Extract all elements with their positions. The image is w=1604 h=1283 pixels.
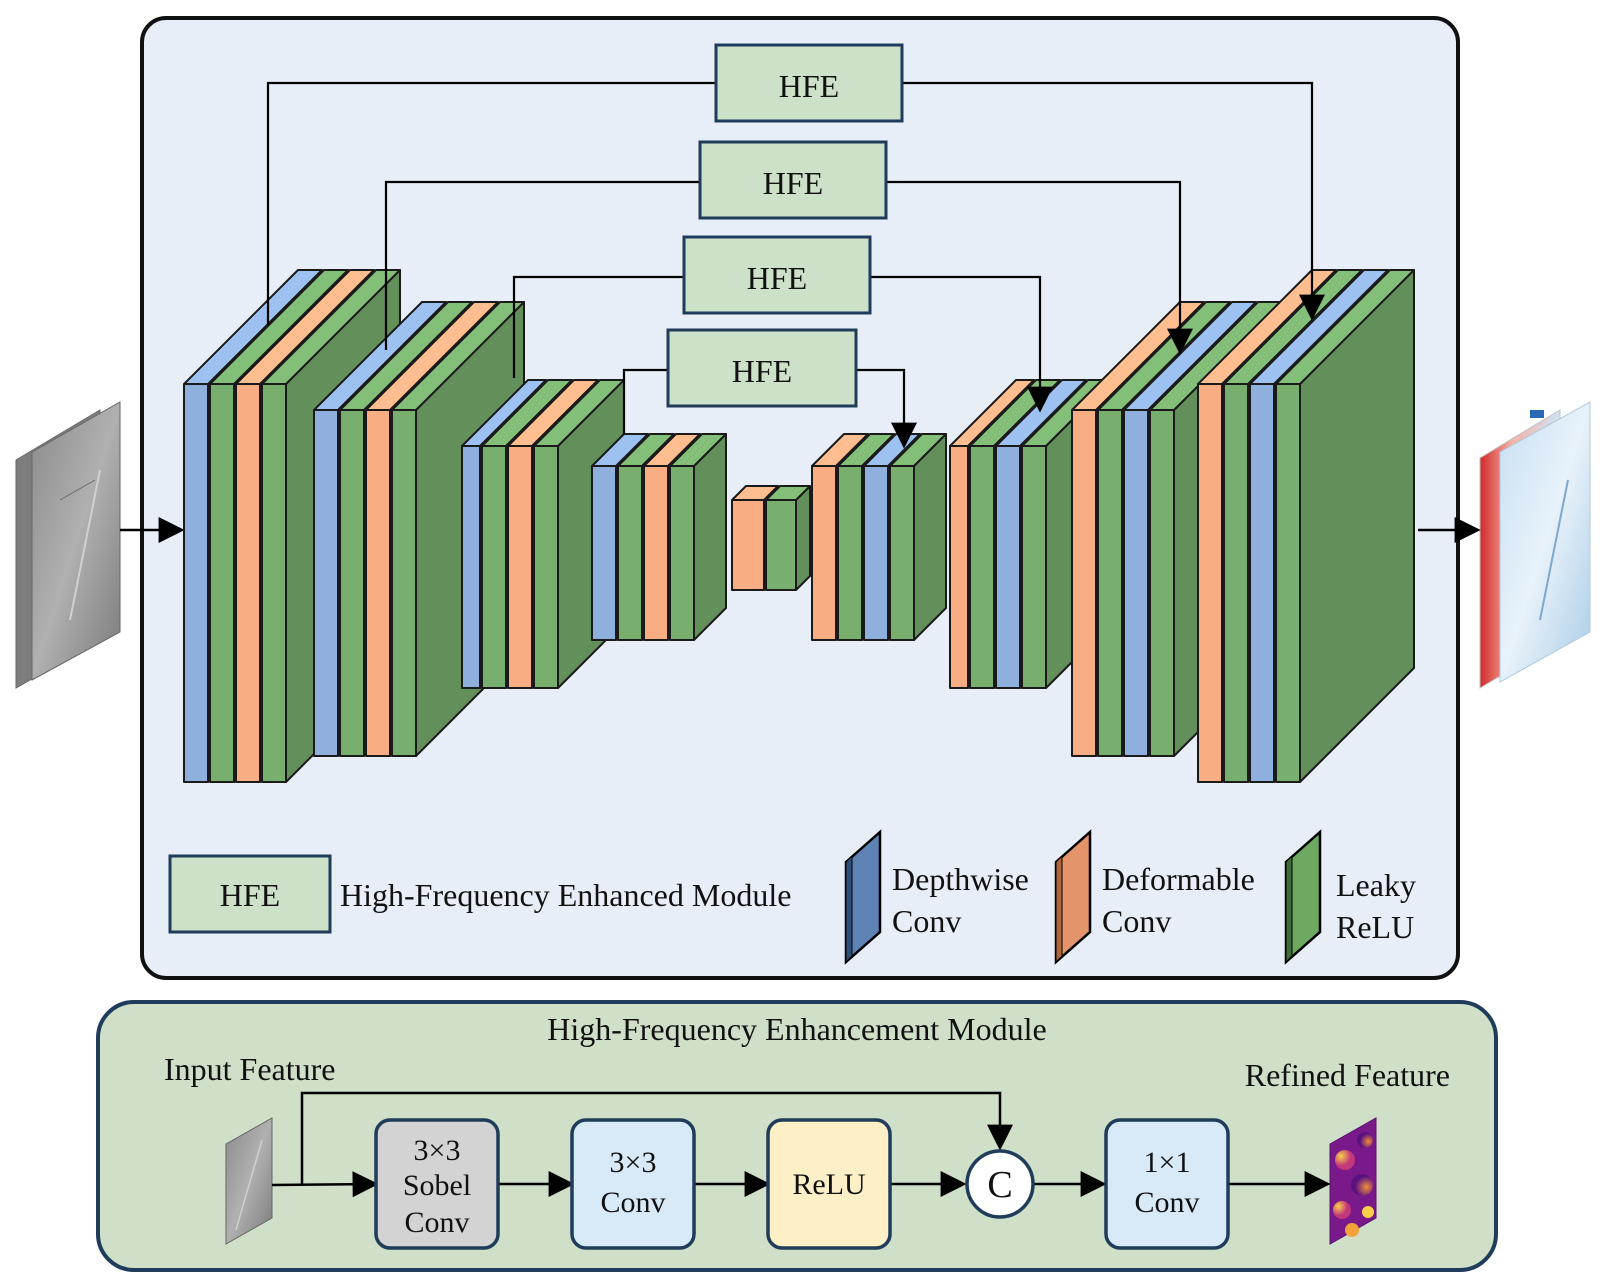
- leaky-relu-layer: [261, 383, 287, 783]
- deformable-conv-layer: [949, 445, 969, 689]
- legend-leaky-line2: ReLU: [1336, 909, 1414, 945]
- sobel-line2: Sobel: [403, 1169, 471, 1202]
- module-input-feature-image: [225, 1117, 273, 1245]
- relu-label: ReLU: [792, 1168, 866, 1201]
- sobel-line1: 3×3: [414, 1134, 461, 1167]
- leaky-relu-layer: [837, 465, 863, 641]
- leaky-relu-layer: [617, 465, 643, 641]
- legend-hfe-description: High-Frequency Enhanced Module: [340, 877, 791, 913]
- conv3x3-line1: 3×3: [610, 1146, 657, 1179]
- legend-hfe-box-label: HFE: [220, 877, 280, 913]
- legend-depthwise-line1: Depthwise: [892, 861, 1029, 897]
- legend-hfe-box: [168, 854, 332, 934]
- legend: HFE High-Frequency Enhanced Module Depth…: [168, 829, 1416, 965]
- leaky-relu-layer: [765, 499, 797, 591]
- concat-node: C: [965, 1149, 1035, 1219]
- hfe-box-4: HFE: [666, 328, 858, 408]
- skip-connections: [266, 81, 1325, 449]
- concat-label: C: [987, 1164, 1012, 1206]
- leaky-relu-layer: [1149, 409, 1175, 757]
- leaky-relu-layer: [1097, 409, 1123, 757]
- hfe-box-3: HFE: [682, 235, 872, 315]
- leaky-relu-layer: [889, 465, 915, 641]
- hfe-label-1: HFE: [779, 68, 839, 104]
- legend-depthwise-swatch: [844, 829, 882, 965]
- leaky-relu-layer: [391, 409, 417, 757]
- deformable-conv-layer: [643, 465, 669, 641]
- leaky-relu-layer: [533, 445, 559, 689]
- leaky-relu-layer: [1021, 445, 1047, 689]
- legend-deformable-line2: Conv: [1102, 903, 1171, 939]
- legend-leaky-line1: Leaky: [1336, 867, 1416, 903]
- leaky-relu-layer: [669, 465, 695, 641]
- deformable-conv-layer: [235, 383, 261, 783]
- module-input-label: Input Feature: [164, 1051, 336, 1087]
- module-output-label: Refined Feature: [1245, 1057, 1450, 1093]
- depthwise-conv-layer: [863, 465, 889, 641]
- sobel-conv-block: 3×3 Sobel Conv: [374, 1118, 500, 1250]
- legend-leaky-relu-swatch: [1284, 829, 1322, 965]
- leaky-relu-layer: [209, 383, 235, 783]
- depthwise-conv-layer: [461, 445, 481, 689]
- leaky-relu-layer: [481, 445, 507, 689]
- hfe-label-3: HFE: [747, 260, 807, 296]
- deformable-conv-layer: [1071, 409, 1097, 757]
- depthwise-conv-layer: [591, 465, 617, 641]
- hfe-box-2: HFE: [698, 140, 888, 220]
- leaky-relu-layer-side: [693, 433, 727, 641]
- output-image-stack: [1479, 401, 1591, 689]
- leaky-relu-layer: [339, 409, 365, 757]
- relu-block: ReLU: [766, 1118, 892, 1250]
- leaky-relu-layer-side: [913, 433, 947, 641]
- hfe-label-4: HFE: [732, 353, 792, 389]
- legend-deformable-swatch: [1054, 829, 1092, 965]
- conv1x1-line2: Conv: [1134, 1186, 1199, 1219]
- input-image-stack: [15, 401, 121, 689]
- sobel-line3: Conv: [404, 1206, 469, 1239]
- leaky-relu-layer: [969, 445, 995, 689]
- conv1x1-line1: 1×1: [1144, 1146, 1191, 1179]
- hfe-box-1: HFE: [714, 43, 904, 123]
- legend-deformable-line1: Deformable: [1102, 861, 1255, 897]
- module-refined-feature-image: [1329, 1117, 1377, 1245]
- hfe-label-2: HFE: [763, 165, 823, 201]
- depthwise-conv-layer: [183, 383, 209, 783]
- deformable-conv-layer: [731, 499, 765, 591]
- leaky-relu-layer: [1223, 383, 1249, 783]
- conv1x1-block: 1×1 Conv: [1104, 1118, 1230, 1250]
- depthwise-conv-layer: [1123, 409, 1149, 757]
- conv3x3-line2: Conv: [600, 1186, 665, 1219]
- deformable-conv-layer: [1197, 383, 1223, 783]
- legend-depthwise-line2: Conv: [892, 903, 961, 939]
- depthwise-conv-layer: [1249, 383, 1275, 783]
- depthwise-conv-layer: [995, 445, 1021, 689]
- conv3x3-block: 3×3 Conv: [570, 1118, 696, 1250]
- deformable-conv-layer: [811, 465, 837, 641]
- deformable-conv-layer: [507, 445, 533, 689]
- leaky-relu-layer-side: [795, 485, 811, 591]
- module-flow: [271, 1091, 1331, 1198]
- depthwise-conv-layer: [313, 409, 339, 757]
- encoder-decoder-layers: [183, 269, 1415, 783]
- module-title: High-Frequency Enhancement Module: [547, 1011, 1046, 1047]
- deformable-conv-layer: [365, 409, 391, 757]
- leaky-relu-layer: [1275, 383, 1301, 783]
